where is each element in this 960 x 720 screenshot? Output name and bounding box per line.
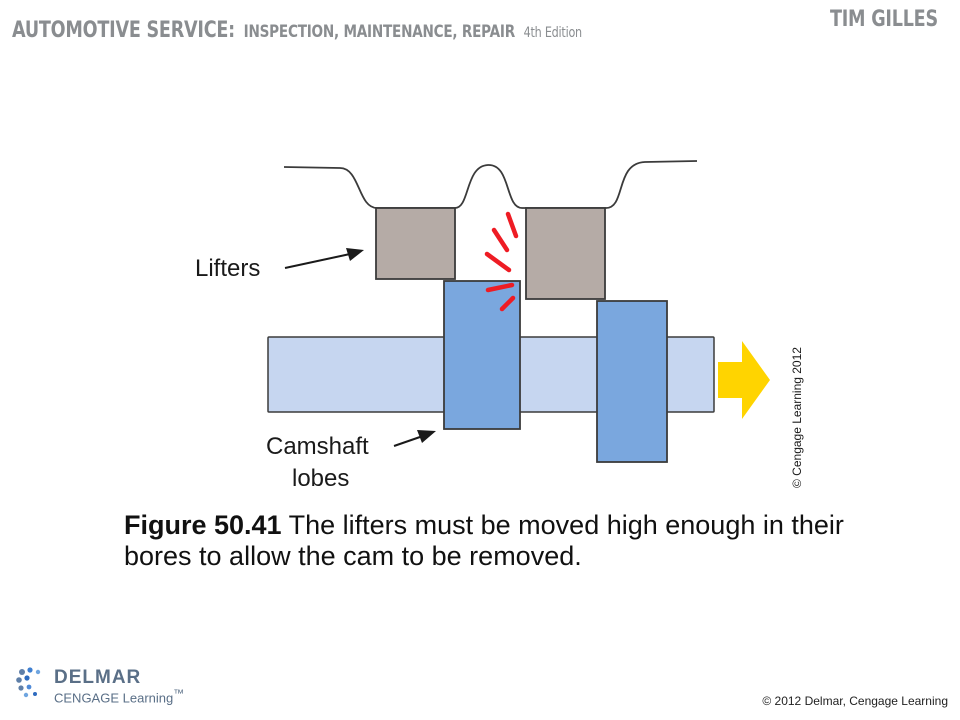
lifter-left bbox=[375, 207, 456, 280]
lobes-leader-arrow bbox=[393, 430, 436, 447]
copyright-notice: © 2012 Delmar, Cengage Learning bbox=[762, 694, 948, 708]
figure-caption-text: The lifters must be moved high enough in… bbox=[124, 510, 844, 571]
interference-marks bbox=[484, 211, 519, 312]
removal-direction-arrow bbox=[718, 341, 770, 419]
cengage-logo-icon bbox=[16, 667, 41, 698]
image-credit: © Cengage Learning 2012 bbox=[790, 347, 804, 488]
logo-name: DELMAR bbox=[54, 667, 142, 688]
book-title-main: AUTOMOTIVE SERVICE: bbox=[12, 18, 235, 43]
logo-subtitle: CENGAGE Learning™ bbox=[54, 688, 184, 705]
author-name: TIM GILLES bbox=[830, 7, 938, 32]
figure-caption: Figure 50.41 The lifters must be moved h… bbox=[124, 510, 844, 572]
slide-header: AUTOMOTIVE SERVICE: INSPECTION, MAINTENA… bbox=[0, 0, 960, 43]
book-title-sub: INSPECTION, MAINTENANCE, REPAIR bbox=[243, 22, 516, 42]
lifters-label: Lifters bbox=[195, 255, 260, 282]
book-title: AUTOMOTIVE SERVICE: INSPECTION, MAINTENA… bbox=[12, 7, 582, 45]
cam-lobe-right bbox=[596, 300, 668, 463]
camshaft-label-line1: Camshaft bbox=[266, 433, 369, 460]
book-edition: 4th Edition bbox=[523, 25, 583, 41]
lifter-right bbox=[525, 207, 606, 300]
lifters-leader-arrow bbox=[284, 248, 364, 269]
lifter-bore-outline bbox=[283, 160, 698, 209]
camshaft-label-line2: lobes bbox=[292, 465, 349, 492]
figure-number: Figure 50.41 bbox=[124, 510, 282, 540]
logo-subtitle-text: CENGAGE Learning bbox=[54, 690, 174, 706]
publisher-logo: DELMAR CENGAGE Learning™ bbox=[14, 666, 234, 712]
logo-trademark: ™ bbox=[173, 688, 185, 700]
